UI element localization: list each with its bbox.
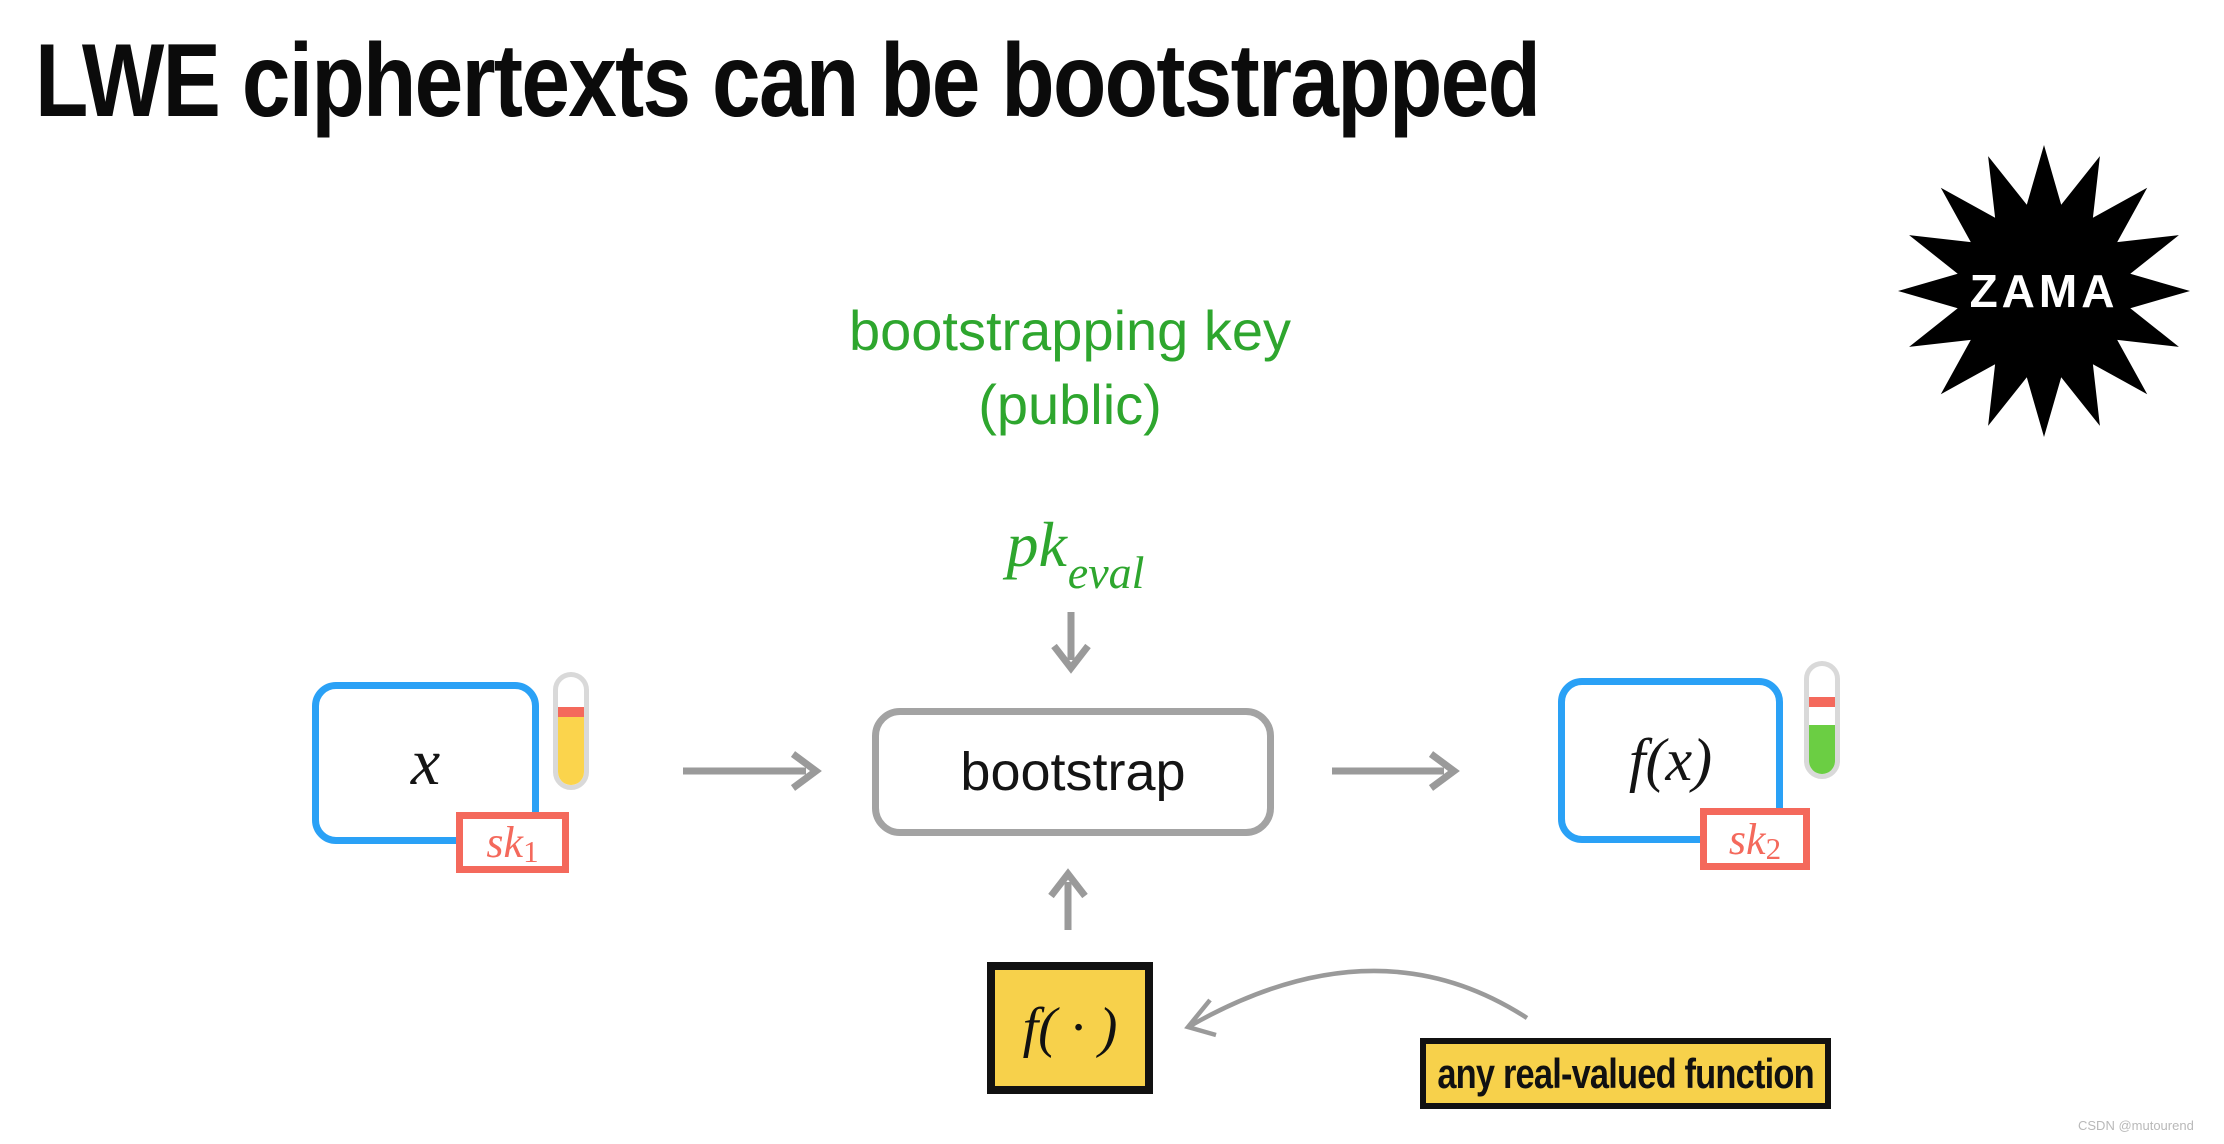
- input-ciphertext-box: x: [312, 682, 539, 844]
- zama-logo-label: ZAMA: [1970, 265, 2119, 317]
- output-ciphertext-label: f(x): [1628, 727, 1713, 793]
- function-note-label: any real-valued function: [1437, 1049, 1814, 1097]
- bootstrap-label: bootstrap: [960, 742, 1186, 802]
- noise-level-fill: [1809, 725, 1835, 774]
- arrow-pk-to-bootstrap-icon: [1051, 612, 1091, 674]
- function-box: f( · ): [987, 962, 1153, 1094]
- noise-threshold-band: [558, 707, 584, 717]
- watermark: CSDN @mutourend: [2078, 1118, 2194, 1133]
- noise-vial-low-icon: [1804, 661, 1840, 779]
- zama-logo: ZAMA: [1894, 141, 2194, 441]
- pk-eval-base: pk: [1006, 509, 1067, 580]
- secret-key-1-base: sk: [486, 818, 524, 867]
- secret-key-2-base: sk: [1728, 814, 1766, 864]
- arrow-note-to-function-icon: [1184, 968, 1529, 1038]
- bootstrap-box: bootstrap: [872, 708, 1274, 836]
- pk-eval-subscript: eval: [1067, 547, 1145, 599]
- input-ciphertext-label: x: [410, 726, 441, 799]
- zama-star-shape: ZAMA: [1898, 145, 2190, 437]
- function-note-box: any real-valued function: [1420, 1038, 1831, 1109]
- noise-vial-high-icon: [553, 672, 589, 790]
- bootstrapping-key-line2: (public): [978, 373, 1162, 436]
- arrow-input-to-bootstrap-icon: [683, 751, 822, 791]
- page-title: LWE ciphertexts can be bootstrapped: [35, 23, 1541, 139]
- pk-eval-symbol: pkeval: [875, 508, 1275, 596]
- arrow-bootstrap-to-output-icon: [1332, 751, 1460, 791]
- noise-threshold-band: [1809, 697, 1835, 707]
- arrow-function-to-bootstrap-icon: [1048, 868, 1088, 930]
- function-label: f( · ): [1022, 997, 1118, 1059]
- bootstrapping-key-annotation: bootstrapping key (public): [720, 294, 1420, 442]
- noise-level-fill: [558, 717, 584, 785]
- bootstrapping-key-line1: bootstrapping key: [848, 299, 1292, 362]
